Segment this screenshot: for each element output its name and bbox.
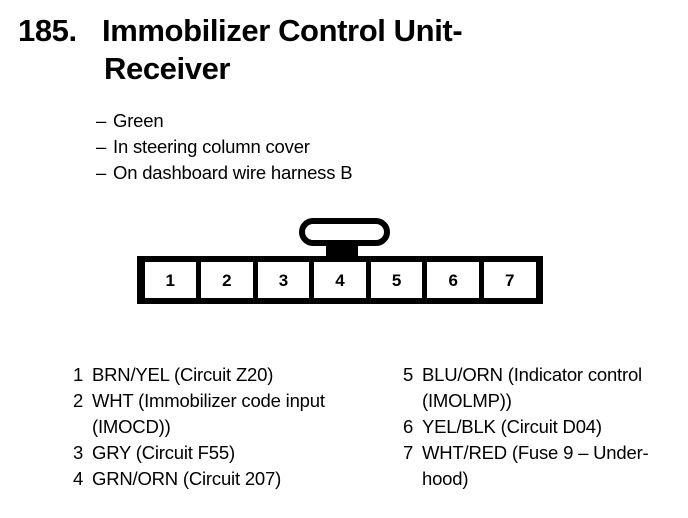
legend-row: 7 WHT/RED (Fuse 9 – Under-hood) <box>403 440 685 492</box>
connector-pin-2: 2 <box>201 262 253 298</box>
legend-pin-number: 6 <box>403 416 414 437</box>
page-title-text: Immobilizer Control Unit- <box>102 13 463 48</box>
legend-pin-number: 5 <box>403 364 414 385</box>
list-item-label: On dashboard wire harness B <box>113 162 353 183</box>
connector-pin-1: 1 <box>144 262 197 298</box>
connector-pin-7: 7 <box>483 262 536 298</box>
pin-legend-column-right: 5 BLU/ORN (Indicator control (IMOLMP)) 6… <box>403 362 685 492</box>
connector-pin-3: 3 <box>257 262 310 298</box>
dash-marker: – <box>96 110 107 131</box>
legend-pin-label: YEL/BLK (Circuit D04) <box>422 416 602 437</box>
connector-body: 1 2 3 4 5 6 7 <box>137 256 543 304</box>
legend-pin-label: WHT (Immobilizer code input (IMOCD)) <box>92 390 325 437</box>
list-item-label: Green <box>113 110 164 131</box>
page-title: 185. Immobilizer Control Unit- Receiver <box>18 12 658 88</box>
list-item-label: In steering column cover <box>113 136 310 157</box>
connector-pin-6: 6 <box>427 262 479 298</box>
legend-pin-label: BLU/ORN (Indicator control (IMOLMP)) <box>422 364 642 411</box>
list-item: –Green <box>96 108 616 134</box>
page-title-line-2: Receiver <box>104 51 231 86</box>
legend-pin-number: 1 <box>73 364 84 385</box>
legend-pin-label: GRY (Circuit F55) <box>92 442 235 463</box>
legend-row: 1 BRN/YEL (Circuit Z20) <box>73 362 383 388</box>
page-title-number: 185. <box>18 13 77 48</box>
connector-diagram: 1 2 3 4 5 6 7 <box>137 216 543 306</box>
legend-row: 3 GRY (Circuit F55) <box>73 440 383 466</box>
pin-legend-column-left: 1 BRN/YEL (Circuit Z20) 2 WHT (Immobiliz… <box>73 362 383 492</box>
legend-pin-number: 4 <box>73 468 84 489</box>
pin-legend: 1 BRN/YEL (Circuit Z20) 2 WHT (Immobiliz… <box>0 362 688 512</box>
legend-row: 2 WHT (Immobilizer code input (IMOCD)) <box>73 388 383 440</box>
connector-details-list: –Green –In steering column cover –On das… <box>96 108 616 186</box>
legend-pin-number: 2 <box>73 390 84 411</box>
legend-pin-label: GRN/ORN (Circuit 207) <box>92 468 282 489</box>
legend-pin-label: WHT/RED (Fuse 9 – Under-hood) <box>422 442 649 489</box>
connector-pin-5: 5 <box>370 262 423 298</box>
dash-marker: – <box>96 136 107 157</box>
legend-pin-number: 3 <box>73 442 84 463</box>
legend-row: 5 BLU/ORN (Indicator control (IMOLMP)) <box>403 362 685 414</box>
dash-marker: – <box>96 162 107 183</box>
list-item: –On dashboard wire harness B <box>96 160 616 186</box>
legend-row: 4 GRN/ORN (Circuit 207) <box>73 466 383 492</box>
legend-row: 6 YEL/BLK (Circuit D04) <box>403 414 685 440</box>
legend-pin-label: BRN/YEL (Circuit Z20) <box>92 364 274 385</box>
list-item: –In steering column cover <box>96 134 616 160</box>
legend-pin-number: 7 <box>403 442 414 463</box>
connector-pin-4: 4 <box>314 262 366 298</box>
page-title-line-1: 185. Immobilizer Control Unit- <box>18 12 658 50</box>
